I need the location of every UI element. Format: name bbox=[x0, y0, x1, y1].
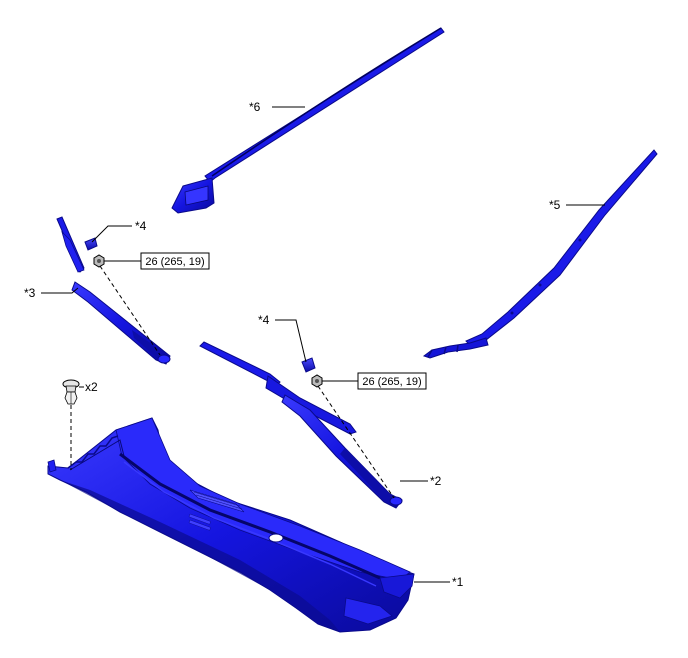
right-wiper-arm-part bbox=[199, 341, 403, 509]
callout-1: *1 bbox=[452, 575, 464, 589]
left-cap-part bbox=[84, 237, 98, 251]
torque-spec-left-text: 26 (265, 19) bbox=[145, 256, 204, 268]
right-cap-part bbox=[301, 357, 316, 373]
callout-5: *5 bbox=[549, 198, 561, 212]
left-nut-icon bbox=[93, 254, 105, 268]
callout-6: *6 bbox=[249, 100, 261, 114]
right-nut-icon bbox=[311, 374, 323, 388]
side-molding-part bbox=[422, 149, 658, 359]
dashed-guide-lines bbox=[70, 265, 395, 499]
torque-spec-right: 26 (265, 19) bbox=[357, 372, 427, 390]
leader-lines bbox=[41, 106, 605, 583]
clip-quantity: x2 bbox=[85, 380, 98, 394]
callout-2: *2 bbox=[430, 474, 442, 488]
cowl-panel-part bbox=[47, 417, 415, 633]
torque-spec-left: 26 (265, 19) bbox=[140, 252, 210, 270]
torque-spec-right-text: 26 (265, 19) bbox=[362, 376, 421, 388]
clip-icon bbox=[62, 379, 80, 405]
windshield-molding-part bbox=[171, 27, 445, 214]
callout-4-right: *4 bbox=[258, 313, 270, 327]
callout-3: *3 bbox=[24, 286, 36, 300]
callout-4-left: *4 bbox=[135, 219, 147, 233]
left-wiper-arm-part bbox=[56, 216, 171, 365]
